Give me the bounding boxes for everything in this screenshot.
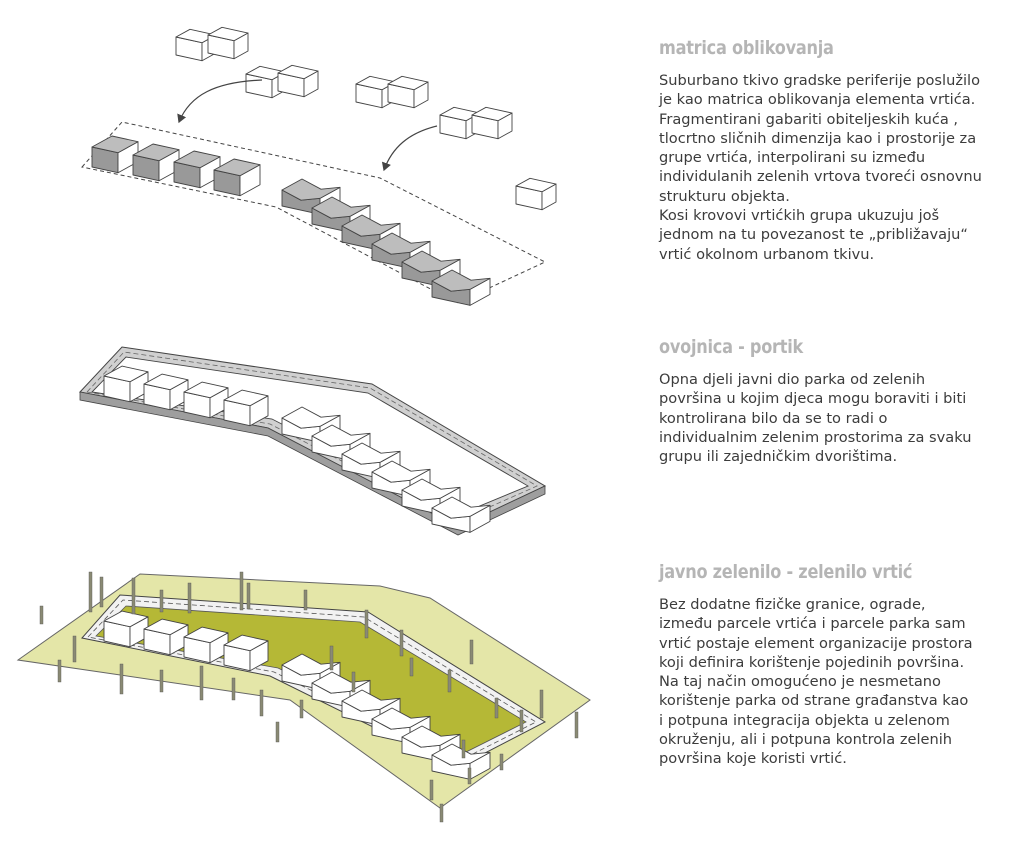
block-roof: [401, 250, 461, 273]
section-text-2: Opna djeli javni dio parka od zelenih po…: [659, 371, 972, 466]
tree-trunk: [499, 753, 504, 771]
block-roof: [277, 64, 319, 80]
block-roof: [431, 269, 491, 292]
block-roof: [371, 460, 431, 483]
tree-trunks: [39, 571, 579, 823]
block-roof: [281, 406, 341, 429]
kindergarten-group-blocks-sloped: [281, 178, 491, 306]
block-roof: [143, 373, 189, 391]
tree-trunk: [399, 629, 404, 657]
diagram-javno-zelenilo: [16, 571, 591, 823]
section-text-3: Bez dodatne fizičke granice, ograde, izm…: [659, 596, 973, 768]
diagram-matrica-oblikovanja: [81, 26, 557, 306]
block-roof: [431, 743, 491, 766]
tree-trunk: [159, 669, 164, 693]
tree-trunk: [467, 767, 472, 785]
tree-trunk: [99, 576, 104, 608]
block-roof: [515, 177, 557, 193]
section-title-1: matrica oblikovanja: [659, 37, 834, 59]
tree-trunk: [494, 697, 499, 719]
section-title-2: ovojnica - portik: [659, 336, 803, 358]
suburban-house-blocks: [175, 26, 557, 211]
block-roof: [371, 707, 431, 730]
kindergarten-group-blocks-sloped-white: [281, 406, 491, 533]
section-javno-zelenilo: javno zelenilo - zelenilo vrtić Bez doda…: [659, 561, 1015, 769]
tree-trunk: [259, 689, 264, 717]
block-roof: [143, 618, 189, 636]
section-text-1: Suburbano tkivo gradske periferije poslu…: [659, 72, 982, 263]
tree-trunk: [574, 711, 579, 739]
tree-trunk: [364, 609, 369, 639]
block-roof: [471, 106, 513, 122]
block-roof: [132, 143, 180, 162]
tree-trunk: [187, 582, 192, 614]
tree-trunk: [239, 571, 244, 611]
tree-trunk: [447, 669, 452, 693]
tree-trunk: [246, 582, 251, 610]
block-roof: [311, 424, 371, 447]
section-title-3: javno zelenilo - zelenilo vrtić: [659, 561, 913, 583]
tree-trunk: [351, 671, 356, 693]
tree-trunk: [72, 635, 77, 663]
section-ovojnica-portik: ovojnica - portik Opna djeli javni dio p…: [659, 336, 1015, 466]
block-roof: [371, 232, 431, 255]
block-roof: [103, 610, 149, 628]
kindergarten-group-blocks-3: [103, 610, 269, 672]
tree-trunk: [88, 571, 93, 613]
block-roof: [207, 26, 249, 42]
tree-trunk: [131, 577, 136, 615]
block-roof: [183, 626, 229, 644]
tree-trunk: [409, 657, 414, 677]
tree-trunk: [299, 699, 304, 719]
block-roof: [311, 196, 371, 219]
tree-trunk: [57, 659, 62, 683]
block-roof: [387, 75, 429, 91]
section-matrica-oblikovanja: matrica oblikovanja Suburbano tkivo grad…: [659, 37, 1015, 264]
tree-trunk: [461, 739, 466, 759]
envelope-dashed-3: [87, 599, 537, 763]
tree-trunk: [231, 677, 236, 701]
tree-trunk: [469, 639, 474, 665]
block-roof: [401, 725, 461, 748]
tree-trunk: [275, 721, 280, 743]
block-roof: [223, 389, 269, 407]
tree-trunk: [159, 589, 164, 613]
block-roof: [213, 158, 261, 177]
block-roof: [281, 178, 341, 201]
block-roof: [281, 653, 341, 676]
arrow-left: [177, 79, 263, 124]
block-roof: [173, 150, 221, 169]
tree-trunk: [429, 779, 434, 801]
arrow-right: [381, 125, 438, 172]
kindergarten-group-blocks-grey: [91, 135, 261, 197]
tree-trunk: [199, 665, 204, 701]
tree-trunk: [119, 663, 124, 695]
block-roof: [311, 671, 371, 694]
tree-trunk: [329, 645, 334, 671]
kindergarten-group-blocks-white: [103, 365, 269, 427]
tree-trunk: [539, 689, 544, 719]
tree-trunk: [439, 803, 444, 823]
block-roof: [341, 214, 401, 237]
block-roof: [431, 496, 491, 519]
block-roof: [103, 365, 149, 383]
block-roof: [341, 442, 401, 465]
axonometric-diagrams: [16, 26, 591, 823]
block-roof: [183, 381, 229, 399]
tree-trunk: [519, 709, 524, 733]
block-roof: [223, 634, 269, 652]
diagram-ovojnica-portik: [79, 346, 547, 536]
tree-trunk: [39, 605, 44, 625]
block-roof: [341, 689, 401, 712]
block-roof: [91, 135, 139, 154]
tree-trunk: [303, 589, 308, 611]
block-roof: [401, 478, 461, 501]
